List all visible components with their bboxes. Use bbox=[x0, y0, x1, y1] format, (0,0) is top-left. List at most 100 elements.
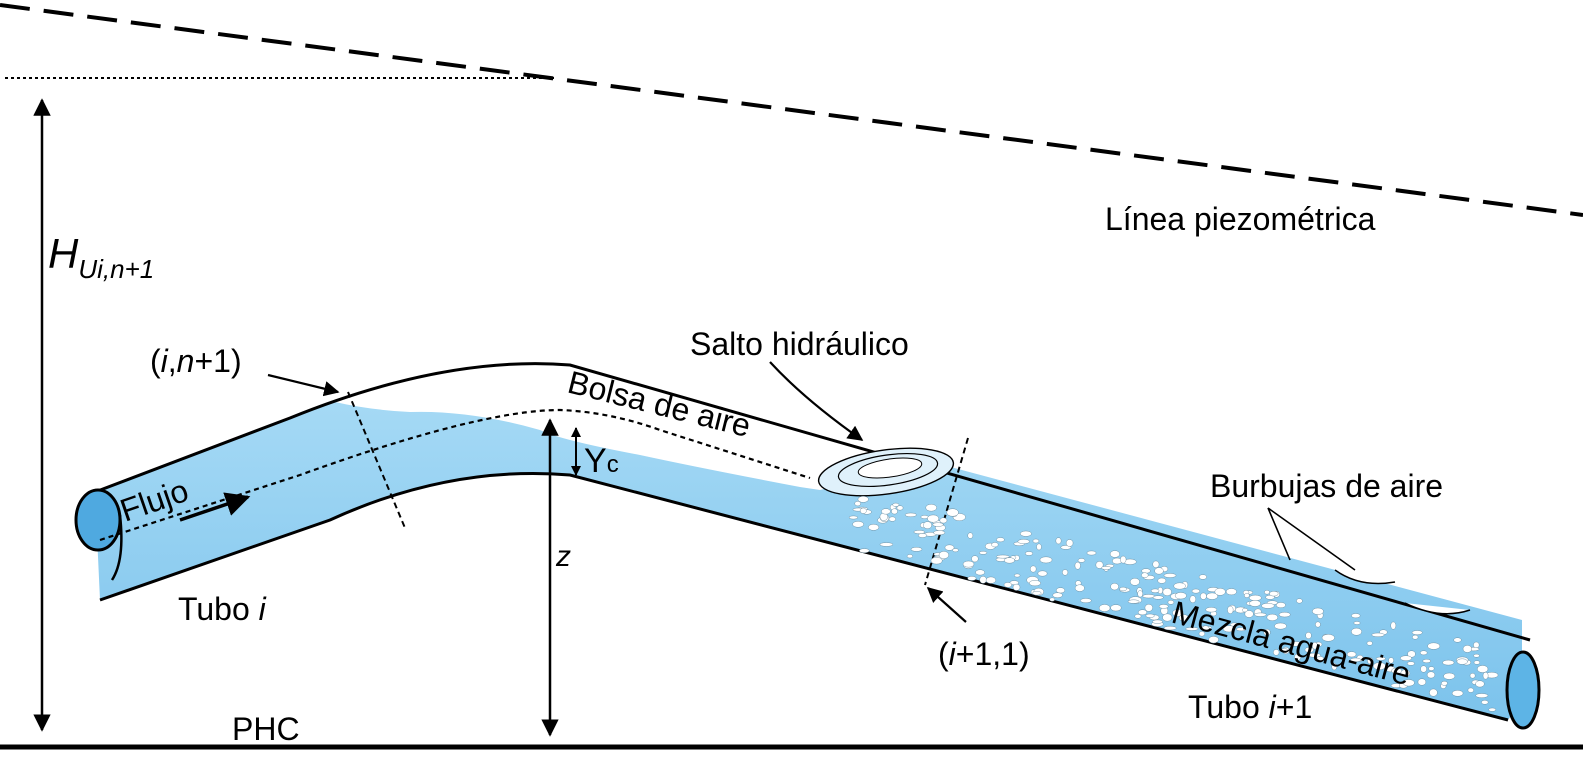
air-bubble bbox=[1227, 605, 1234, 614]
hydraulic-jump-swirl bbox=[817, 447, 955, 497]
air-bubble bbox=[1366, 641, 1373, 646]
large-bubble-1 bbox=[1334, 569, 1396, 585]
air-bubble bbox=[1453, 637, 1462, 643]
air-bubble bbox=[1163, 573, 1177, 578]
air-bubble bbox=[868, 524, 880, 531]
air-bubble bbox=[1127, 599, 1140, 604]
air-bubble bbox=[891, 508, 898, 515]
air-bubble bbox=[1249, 594, 1262, 601]
bubbles-leader-1 bbox=[1267, 507, 1291, 561]
pipe-in-label: Tubo i bbox=[178, 591, 267, 627]
air-bubble bbox=[1154, 567, 1164, 575]
air-bubble bbox=[1049, 597, 1055, 602]
air-bubble bbox=[1367, 657, 1374, 665]
air-bubble bbox=[857, 495, 869, 503]
air-bubble bbox=[1351, 627, 1362, 636]
air-bubble bbox=[1475, 680, 1485, 688]
air-bubble bbox=[1198, 631, 1206, 637]
air-bubble bbox=[1351, 613, 1361, 619]
air-bubble bbox=[1039, 556, 1053, 564]
air-bubble bbox=[1157, 577, 1167, 584]
air-bubble bbox=[1206, 592, 1219, 600]
air-bubble bbox=[1371, 632, 1385, 637]
hydraulic-jump-label: Salto hidráulico bbox=[690, 326, 909, 362]
air-bubble bbox=[1137, 590, 1143, 598]
air-bubble bbox=[1429, 688, 1438, 697]
air-bubble bbox=[996, 554, 1010, 559]
air-bubble bbox=[1003, 582, 1013, 588]
air-bubble bbox=[1353, 621, 1361, 625]
air-bubbles-cloud bbox=[848, 495, 1499, 712]
air-bubble bbox=[923, 521, 932, 530]
section-cut-in bbox=[347, 391, 406, 529]
air-bubble bbox=[1417, 678, 1427, 686]
air-bubble bbox=[1305, 632, 1312, 640]
air-bubble bbox=[1134, 614, 1142, 619]
air-bubble bbox=[1101, 566, 1112, 570]
air-bubble bbox=[1158, 604, 1169, 609]
air-bubble bbox=[933, 530, 946, 536]
air-bubble bbox=[1152, 619, 1163, 624]
air-bubble bbox=[1080, 598, 1092, 603]
air-bubble bbox=[1162, 613, 1173, 622]
air-bubble bbox=[918, 533, 927, 538]
air-bubble bbox=[1162, 588, 1172, 596]
air-bubble bbox=[1141, 568, 1151, 574]
air-bubble bbox=[1074, 584, 1085, 592]
section-out-leader bbox=[926, 586, 967, 623]
large-bubble-2 bbox=[1404, 602, 1471, 615]
head-label-main: H bbox=[48, 230, 79, 277]
air-bubble bbox=[1280, 648, 1288, 653]
pipe-inlet-end bbox=[74, 488, 122, 552]
air-bubble bbox=[1475, 693, 1489, 698]
air-bubble bbox=[1201, 625, 1210, 632]
air-bubble bbox=[1428, 666, 1435, 671]
head-label-sub: Ui,n+1 bbox=[78, 254, 154, 284]
air-bubble bbox=[913, 530, 925, 534]
air-bubble bbox=[1012, 583, 1021, 591]
air-bubble bbox=[1152, 595, 1164, 600]
air-bubble bbox=[1065, 539, 1074, 547]
air-bubble bbox=[892, 502, 900, 507]
air-bubble bbox=[1469, 673, 1476, 679]
air-bubble bbox=[1226, 588, 1237, 596]
air-bubble bbox=[1273, 649, 1280, 656]
air-bubble bbox=[1412, 634, 1419, 640]
air-bubble bbox=[1249, 600, 1261, 607]
air-bubble bbox=[1350, 657, 1362, 662]
datum-label: PHC bbox=[232, 711, 300, 747]
air-bubble bbox=[1163, 625, 1177, 631]
head-label: HUi,n+1 bbox=[48, 230, 154, 284]
air-bubble bbox=[938, 551, 950, 559]
air-bubble bbox=[910, 547, 923, 552]
air-bubble bbox=[1095, 561, 1104, 569]
air-bubble bbox=[1077, 558, 1086, 563]
air-bubble bbox=[1229, 622, 1240, 627]
critical-depth-label: Yc bbox=[584, 442, 619, 480]
air-bubble bbox=[985, 576, 997, 584]
air-bubble bbox=[967, 576, 977, 581]
piezometric-line bbox=[0, 3, 1583, 217]
pipe-top-wall bbox=[94, 362, 1531, 642]
air-bubble bbox=[1451, 690, 1464, 697]
air-bubble bbox=[1476, 665, 1489, 673]
air-bubble bbox=[1145, 613, 1155, 618]
air-bubble bbox=[932, 522, 944, 527]
air-bubble bbox=[1375, 656, 1386, 661]
air-bubble bbox=[1152, 560, 1160, 568]
air-bubble bbox=[1208, 636, 1219, 644]
air-bubble bbox=[946, 508, 959, 517]
air-bubble bbox=[1020, 530, 1032, 537]
air-bubble bbox=[848, 515, 858, 520]
air-bubble bbox=[1236, 627, 1247, 632]
air-bubble bbox=[1055, 587, 1065, 594]
air-bubble bbox=[1137, 609, 1147, 616]
air-bubble bbox=[1311, 642, 1318, 650]
air-bubble bbox=[979, 551, 988, 555]
air-bubble bbox=[1388, 657, 1394, 664]
air-bubble bbox=[991, 542, 999, 548]
air-bubble bbox=[1244, 593, 1250, 598]
water-surface-line bbox=[99, 408, 811, 542]
air-bubble bbox=[1222, 625, 1236, 633]
air-bubble bbox=[1172, 609, 1184, 617]
